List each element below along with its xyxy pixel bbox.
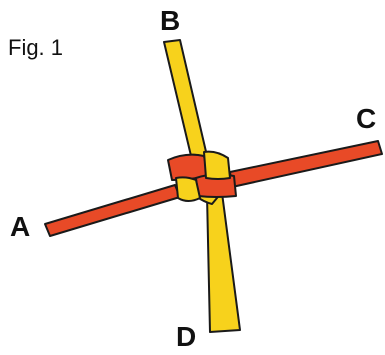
- label-a: A: [10, 211, 30, 242]
- knot-center: [167, 150, 237, 205]
- label-b: B: [160, 5, 180, 36]
- label-d: D: [176, 321, 196, 352]
- label-c: C: [356, 103, 376, 134]
- figure-caption: Fig. 1: [8, 35, 63, 60]
